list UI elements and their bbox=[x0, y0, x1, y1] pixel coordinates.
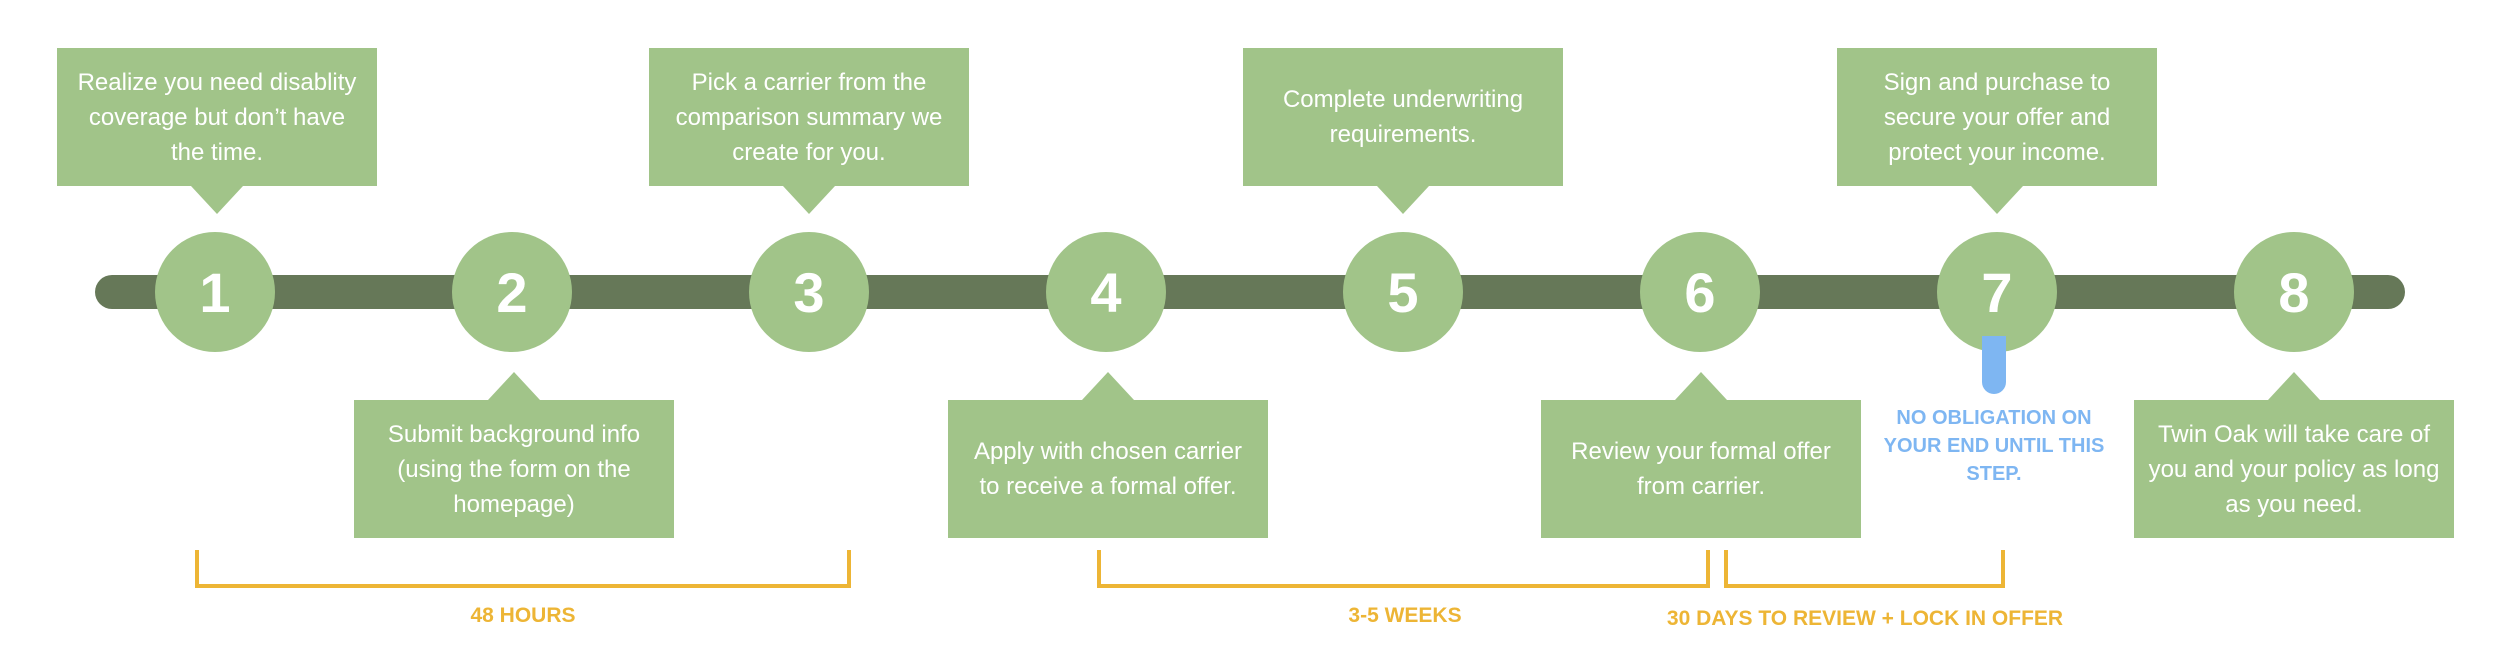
period-bracket-3-5-weeks bbox=[1097, 550, 1710, 588]
step-7-text: Sign and purchase to secure your offer a… bbox=[1883, 68, 2111, 166]
step-5-node: 5 bbox=[1343, 232, 1463, 352]
period-label-48-hours: 48 HOURS bbox=[470, 604, 576, 627]
step-3-text: Pick a carrier from the comparison summa… bbox=[675, 68, 943, 166]
obligation-note: NO OBLIGATION ON YOUR END UNTIL THIS STE… bbox=[1883, 407, 2105, 485]
step-8-node: 8 bbox=[2234, 232, 2354, 352]
step-2-node: 2 bbox=[452, 232, 572, 352]
step-1-node: 1 bbox=[155, 232, 275, 352]
period-label-3-5-weeks: 3-5 WEEKS bbox=[1348, 604, 1462, 627]
step-number: 1 bbox=[199, 260, 231, 324]
step-4-node: 4 bbox=[1046, 232, 1166, 352]
step-number: 2 bbox=[496, 260, 528, 324]
step-number: 5 bbox=[1387, 260, 1419, 324]
step-8-text: Twin Oak will take care of you and your … bbox=[2148, 420, 2440, 518]
step-5-callout: Complete underwriting requirements. bbox=[1243, 48, 1563, 214]
step-6-callout: Review your formal offer from carrier. bbox=[1541, 372, 1861, 538]
step-5-text: Complete underwriting requirements. bbox=[1282, 86, 1524, 148]
step-number: 7 bbox=[1981, 260, 2013, 324]
period-bracket-48-hours bbox=[195, 550, 851, 588]
step-7-callout: Sign and purchase to secure your offer a… bbox=[1837, 48, 2157, 214]
step-1-text: Realize you need disablity coverage but … bbox=[77, 68, 357, 166]
step-3-callout: Pick a carrier from the comparison summa… bbox=[649, 48, 969, 214]
step-2-callout: Submit background info (using the form o… bbox=[354, 372, 674, 538]
step-number: 6 bbox=[1684, 260, 1716, 324]
step-4-callout: Apply with chosen carrier to receive a f… bbox=[948, 372, 1268, 538]
obligation-marker bbox=[1982, 336, 2006, 394]
step-8-callout: Twin Oak will take care of you and your … bbox=[2134, 372, 2454, 538]
step-number: 3 bbox=[793, 260, 825, 324]
period-label-30-days: 30 DAYS TO REVIEW + LOCK IN OFFER bbox=[1666, 607, 2064, 630]
step-4-text: Apply with chosen carrier to receive a f… bbox=[973, 438, 1243, 500]
step-7-node: 7 bbox=[1937, 232, 2057, 352]
period-bracket-30-days bbox=[1724, 550, 2005, 588]
step-number: 8 bbox=[2278, 260, 2310, 324]
step-6-node: 6 bbox=[1640, 232, 1760, 352]
step-6-text: Review your formal offer from carrier. bbox=[1571, 438, 1831, 500]
timeline-track bbox=[95, 275, 2405, 309]
step-1-callout: Realize you need disablity coverage but … bbox=[57, 48, 377, 214]
step-number: 4 bbox=[1090, 260, 1122, 324]
step-3-node: 3 bbox=[749, 232, 869, 352]
step-2-text: Submit background info (using the form o… bbox=[387, 420, 641, 518]
